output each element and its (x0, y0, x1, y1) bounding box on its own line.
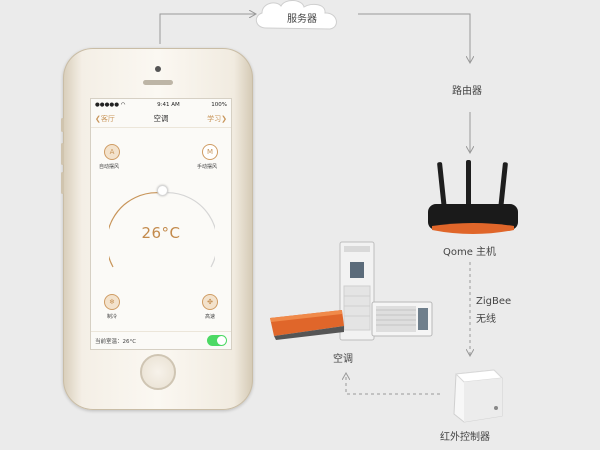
server-label: 服务器 (287, 14, 317, 25)
auto-swing-button[interactable]: A (104, 144, 120, 160)
host-label: Qome 主机 (443, 247, 497, 258)
chevron-right-icon: ❯ (221, 114, 227, 123)
temperature-knob[interactable] (157, 185, 168, 196)
temperature-dial[interactable] (109, 189, 215, 269)
cool-mode-label: 制冷 (107, 314, 118, 320)
ir-label: 红外控制器 (440, 432, 490, 443)
back-label: 客厅 (100, 114, 115, 123)
cloud-icon (255, 0, 337, 30)
mute-switch (61, 118, 64, 132)
front-camera (155, 66, 161, 72)
signal-icon: ●●●●● ◠ (95, 101, 126, 108)
nav-bar: ❮客厅 空调 学习❯ (91, 110, 231, 128)
fan-speed-label: 高速 (205, 314, 216, 320)
page-title: 空调 (153, 114, 169, 123)
chevron-left-icon: ❮ (95, 114, 101, 123)
ir-controller-icon (453, 369, 504, 423)
router-label: 路由器 (452, 86, 482, 97)
status-battery: 100% (211, 101, 227, 108)
temperature-value: 26°C (141, 224, 181, 242)
learn-button[interactable]: 学习❯ (207, 114, 227, 124)
manual-swing-button[interactable]: M (202, 144, 218, 160)
arrow-phone-to-server (159, 14, 255, 44)
status-time: 9:41 AM (157, 101, 180, 108)
learn-label: 学习 (207, 114, 222, 123)
back-button[interactable]: ❮客厅 (95, 114, 115, 124)
home-button[interactable] (140, 354, 176, 390)
cool-mode-button[interactable]: ❄ (104, 294, 120, 310)
arrow-ir-to-ac (346, 374, 440, 395)
volume-down-button (61, 172, 64, 194)
router-icon (428, 160, 518, 234)
room-temp-label: 当前室温：26°C (95, 338, 137, 345)
phone-screen: ●●●●● ◠ 9:41 AM 100% ❮客厅 空调 学习❯ A 自动摆风 M… (90, 98, 232, 350)
ac-label: 空调 (333, 354, 353, 365)
zigbee-label: ZigBee (476, 296, 512, 307)
manual-swing-label: 手动摆风 (197, 164, 218, 170)
wireless-label: 无线 (476, 314, 496, 325)
air-conditioners-icon (270, 241, 433, 341)
earpiece (143, 80, 173, 85)
arrow-server-to-router (358, 13, 470, 62)
status-bar: ●●●●● ◠ 9:41 AM 100% (91, 99, 231, 110)
room-temp-bar: 当前室温：26°C (91, 331, 231, 349)
power-toggle[interactable] (207, 335, 227, 346)
fan-speed-button[interactable]: ✤ (202, 294, 218, 310)
auto-swing-label: 自动摆风 (99, 164, 120, 170)
volume-up-button (61, 143, 64, 165)
